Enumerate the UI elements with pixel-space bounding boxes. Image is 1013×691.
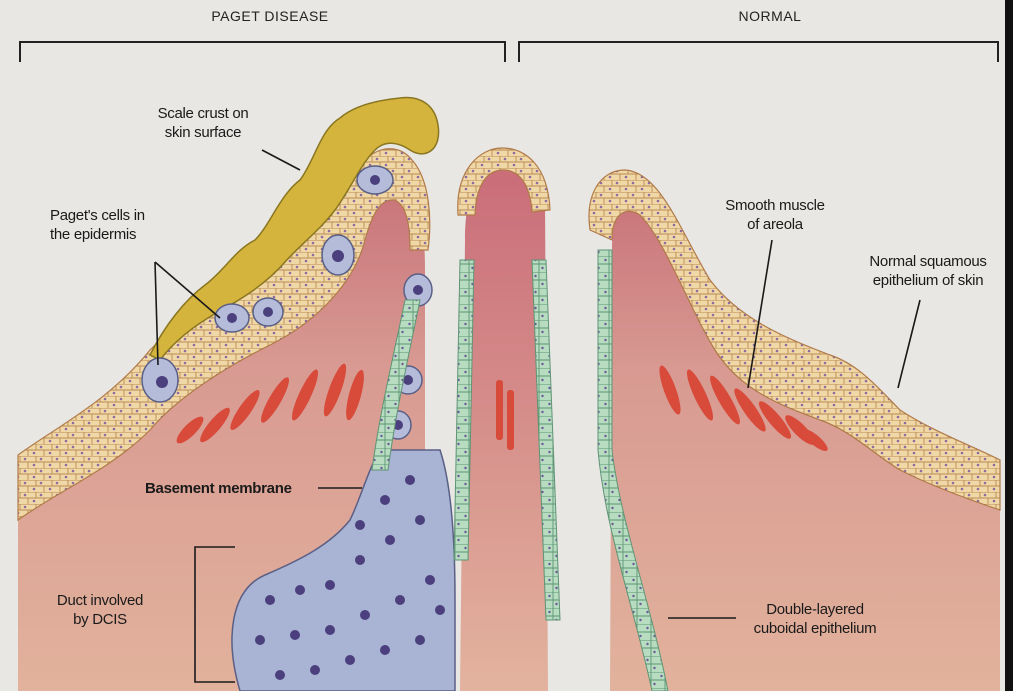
label-scale-crust-line1: Scale crust on	[128, 104, 278, 123]
label-duct-dcis-line1: Duct involved	[40, 591, 160, 610]
label-normal-squamous-line2: epithelium of skin	[848, 271, 1008, 290]
label-pagets-cells: Paget's cells in the epidermis	[50, 206, 145, 244]
label-double-layered: Double-layered cuboidal epithelium	[730, 600, 900, 638]
label-pagets-cells-line1: Paget's cells in	[50, 206, 145, 225]
label-normal-squamous-line1: Normal squamous	[848, 252, 1008, 271]
central-duct	[460, 154, 548, 691]
header-bracket-left	[20, 42, 505, 62]
header-normal: NORMAL	[660, 8, 880, 24]
header-bracket-right	[519, 42, 998, 62]
label-pagets-cells-line2: the epidermis	[50, 225, 145, 244]
label-double-layered-line1: Double-layered	[730, 600, 900, 619]
label-smooth-muscle: Smooth muscle of areola	[700, 196, 850, 234]
header-paget-disease: PAGET DISEASE	[150, 8, 390, 24]
label-duct-dcis-line2: by DCIS	[40, 610, 160, 629]
label-smooth-muscle-line1: Smooth muscle	[700, 196, 850, 215]
label-scale-crust-line2: skin surface	[128, 123, 278, 142]
label-duct-dcis: Duct involved by DCIS	[40, 591, 160, 629]
label-double-layered-line2: cuboidal epithelium	[730, 619, 900, 638]
leader-normal-squamous	[898, 300, 920, 388]
label-basement-membrane: Basement membrane	[145, 479, 292, 498]
leader-scale-crust	[262, 150, 300, 170]
label-smooth-muscle-line2: of areola	[700, 215, 850, 234]
label-normal-squamous: Normal squamous epithelium of skin	[848, 252, 1008, 290]
right-edge-border	[1005, 0, 1013, 691]
label-scale-crust: Scale crust on skin surface	[128, 104, 278, 142]
